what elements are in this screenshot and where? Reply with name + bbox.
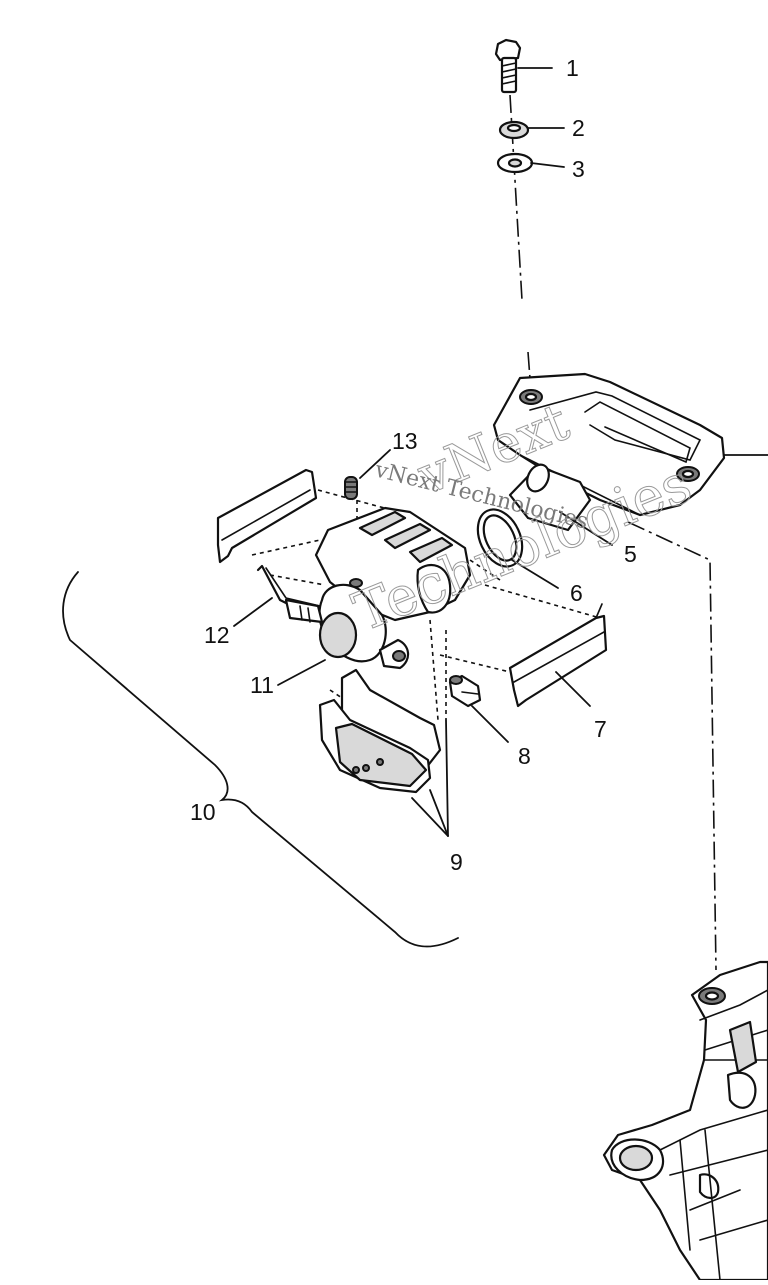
callout-7: 7 <box>594 716 607 742</box>
callout-10: 10 <box>190 799 216 825</box>
knuckle-assembly <box>602 960 768 1282</box>
callout-11: 11 <box>250 672 274 698</box>
callout-2: 2 <box>572 115 585 141</box>
piston-seal-part <box>476 508 524 568</box>
left-shim-part <box>216 468 321 616</box>
callout-3: 3 <box>572 156 585 182</box>
callout-6: 6 <box>570 580 583 606</box>
assembly-brace-10 <box>62 571 459 948</box>
brake-pads-part <box>318 668 442 794</box>
callout-1: 1 <box>566 55 579 81</box>
lock-washer-part <box>498 120 530 140</box>
callout-8: 8 <box>518 743 531 769</box>
callout-12: 12 <box>204 622 230 648</box>
callout-5: 5 <box>624 541 637 567</box>
flat-washer-part <box>496 152 534 174</box>
callout-13: 13 <box>392 428 418 454</box>
pad-pin-part <box>344 476 358 500</box>
right-shim-part <box>508 603 608 708</box>
bolt-part <box>494 38 522 94</box>
callout-labels: 1 2 3 5 6 7 8 9 10 11 12 13 <box>190 55 637 875</box>
caliper-body-part <box>284 506 472 670</box>
bleeder-valve-part <box>448 674 482 708</box>
caliper-piston-part <box>508 463 592 532</box>
leader-lines <box>233 67 613 837</box>
callout-9: 9 <box>450 849 463 875</box>
